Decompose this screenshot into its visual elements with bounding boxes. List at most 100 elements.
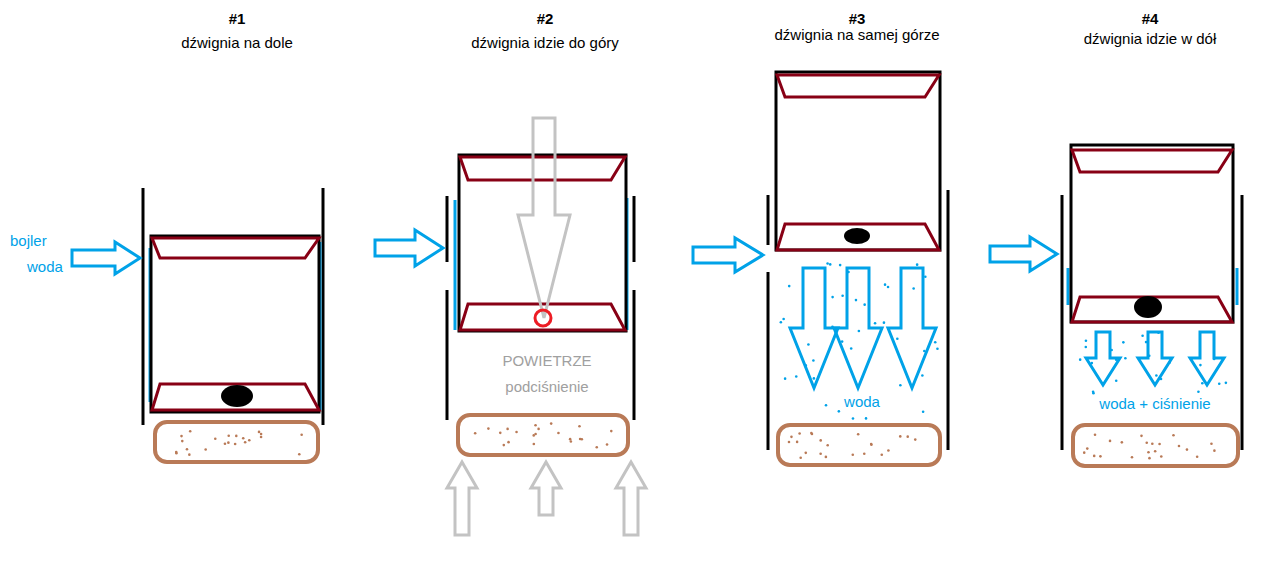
texture-dot: [887, 449, 890, 452]
texture-dot: [924, 275, 927, 278]
texture-dot: [795, 375, 798, 378]
texture-dot: [865, 417, 868, 420]
texture-dot: [579, 438, 582, 441]
texture-dot: [1121, 441, 1124, 444]
pressure-label: podciśnienie: [505, 378, 588, 396]
texture-dot: [914, 438, 917, 441]
texture-dot: [912, 287, 915, 290]
texture-dot: [883, 321, 886, 324]
texture-dot: [502, 444, 505, 447]
texture-dot: [189, 430, 192, 433]
texture-dot: [1109, 440, 1112, 443]
texture-dot: [1124, 357, 1127, 360]
texture-dot: [934, 341, 937, 344]
panel-4: [990, 145, 1242, 466]
texture-dot: [1141, 334, 1144, 337]
texture-dot: [557, 432, 560, 435]
texture-dot: [874, 322, 877, 325]
texture-dot: [1083, 451, 1086, 454]
texture-dot: [1213, 358, 1216, 361]
texture-dot: [550, 422, 553, 425]
texture-dot: [831, 296, 834, 299]
panel-number: #1: [229, 10, 246, 28]
texture-dot: [825, 404, 828, 407]
texture-dot: [1086, 447, 1089, 450]
texture-dots: [175, 262, 1227, 459]
texture-dot: [1154, 450, 1157, 453]
texture-dot: [880, 453, 883, 456]
texture-dot: [799, 456, 802, 459]
texture-dot: [796, 441, 799, 444]
texture-dot: [1115, 358, 1118, 361]
texture-dot: [1196, 455, 1199, 458]
texture-dot: [474, 432, 477, 435]
texture-dot: [533, 443, 536, 446]
texture-dot: [1148, 355, 1151, 358]
texture-dot: [1084, 346, 1087, 349]
texture-dot: [180, 435, 183, 438]
texture-dot: [515, 431, 518, 434]
texture-dot: [825, 456, 828, 459]
texture-dot: [1157, 331, 1160, 334]
texture-dot: [896, 337, 899, 340]
texture-dot: [242, 437, 245, 440]
texture-dot: [214, 437, 217, 440]
texture-dot: [300, 433, 303, 436]
texture-dot: [863, 452, 866, 455]
texture-dot: [870, 443, 873, 446]
texture-dot: [1145, 341, 1148, 344]
texture-dot: [916, 263, 919, 266]
texture-dot: [298, 453, 301, 456]
texture-dot: [1110, 349, 1113, 352]
inflow-label: bojler: [10, 232, 47, 250]
texture-dot: [260, 436, 263, 439]
texture-dot: [499, 432, 502, 435]
texture-dot: [248, 439, 251, 442]
texture-dot: [826, 444, 829, 447]
texture-dot: [258, 431, 261, 434]
texture-dot: [606, 443, 609, 446]
texture-dot: [569, 438, 572, 441]
texture-dot: [1093, 455, 1096, 458]
texture-dot: [224, 442, 227, 445]
panel-caption: dźwignia na dole: [181, 34, 293, 52]
texture-dot: [839, 264, 842, 267]
texture-dot: [537, 428, 540, 431]
water-pressure-label: woda + ciśnienie: [1099, 395, 1210, 413]
panel-caption: dźwignia idzie do góry: [471, 34, 619, 52]
texture-dot: [610, 430, 613, 433]
texture-dot: [906, 435, 909, 438]
texture-dot: [829, 263, 832, 266]
texture-dot: [921, 374, 924, 377]
texture-dot: [244, 441, 247, 444]
texture-dot: [838, 410, 841, 413]
texture-dot: [841, 340, 844, 343]
texture-dot: [1115, 379, 1118, 382]
inflow-label: woda: [27, 258, 63, 276]
texture-dot: [847, 271, 850, 274]
texture-dot: [1094, 433, 1097, 436]
texture-dot: [813, 377, 816, 380]
texture-dot: [507, 441, 510, 444]
texture-dot: [1099, 455, 1102, 458]
texture-dot: [863, 303, 866, 306]
texture-dot: [570, 440, 573, 443]
texture-dot: [870, 443, 873, 446]
air-label: POWIETRZE: [502, 352, 591, 370]
texture-dot: [1186, 448, 1189, 451]
texture-dot: [1091, 362, 1094, 365]
texture-dot: [884, 283, 887, 286]
texture-dot: [922, 410, 925, 413]
texture-dot: [826, 262, 829, 265]
texture-dot: [810, 432, 813, 435]
texture-dot: [1172, 434, 1175, 437]
texture-dot: [1199, 364, 1202, 367]
texture-dot: [595, 446, 598, 449]
panel-number: #4: [1142, 10, 1159, 28]
texture-dot: [807, 343, 810, 346]
texture-dot: [1201, 382, 1204, 385]
texture-dot: [1148, 457, 1151, 460]
texture-dot: [1158, 443, 1161, 446]
texture-dot: [812, 359, 815, 362]
texture-dot: [227, 435, 230, 438]
